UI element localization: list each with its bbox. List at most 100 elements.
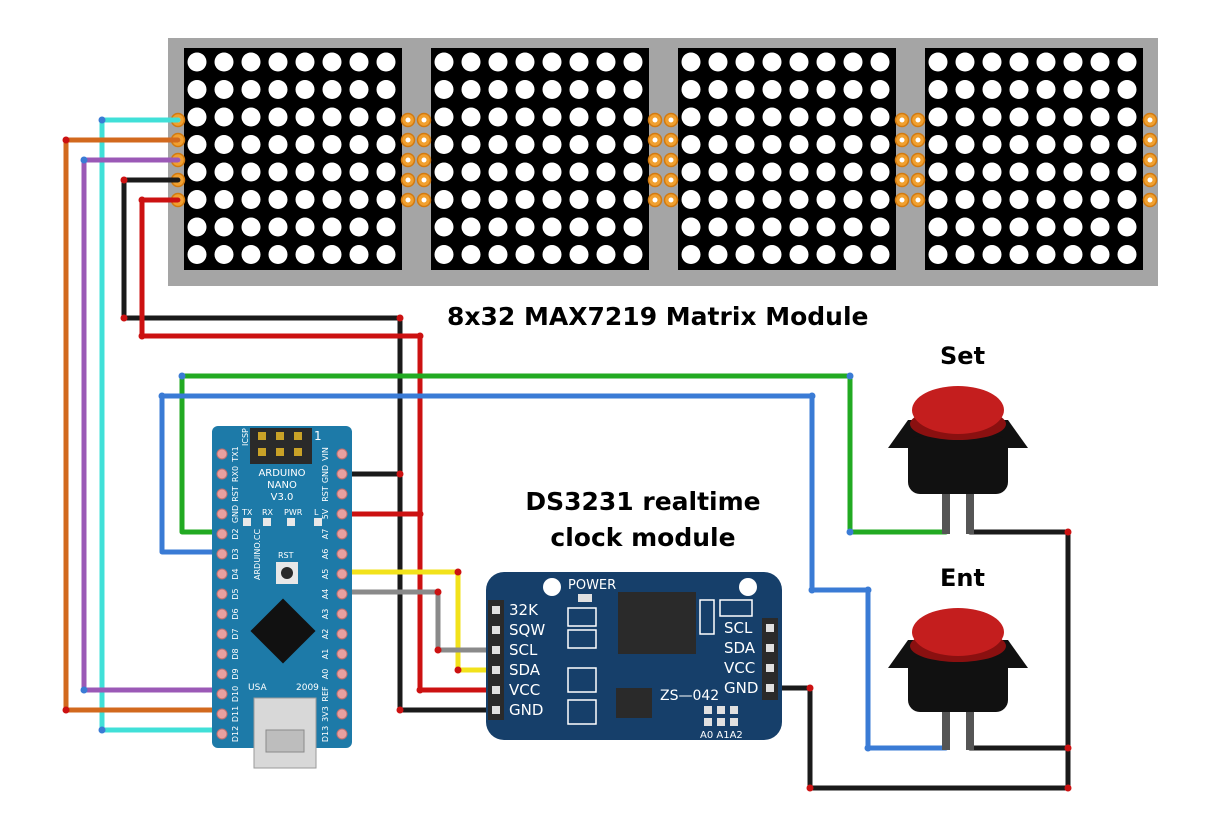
matrix-led: [708, 217, 728, 237]
matrix-led: [762, 107, 782, 127]
led-rx-label: RX: [262, 508, 274, 517]
matrix-led: [1063, 190, 1083, 209]
led-tx: [243, 518, 251, 526]
matrix-led: [214, 80, 234, 99]
matrix-led: [623, 162, 643, 182]
matrix-led: [1090, 245, 1110, 264]
matrix-led: [488, 190, 508, 209]
nano-right-pin-label: D13: [321, 726, 330, 742]
matrix-led: [187, 245, 207, 264]
wire-black-rtc-gnd: [767, 685, 1071, 791]
matrix-led: [623, 52, 643, 72]
matrix-led: [681, 217, 701, 237]
matrix-pin-hole: [405, 157, 411, 163]
matrix-led: [376, 80, 396, 99]
matrix-led: [515, 52, 535, 72]
matrix-led: [762, 162, 782, 182]
icsp-pin: [258, 448, 266, 456]
wire-junction: [396, 470, 404, 478]
wire-junction: [1064, 744, 1072, 752]
reset-button-cap[interactable]: [281, 567, 293, 579]
matrix-led: [1090, 190, 1110, 209]
matrix-led: [708, 135, 728, 154]
matrix-led: [596, 190, 616, 209]
matrix-led: [268, 217, 288, 237]
matrix-led: [1117, 245, 1137, 264]
matrix-led: [542, 135, 562, 154]
matrix-pin-hole: [405, 117, 411, 123]
wire-black-matrix: [121, 177, 498, 713]
matrix-led: [1090, 217, 1110, 237]
matrix-led: [187, 190, 207, 209]
nano-right-pin: [336, 508, 348, 520]
matrix-led: [515, 80, 535, 99]
matrix-led: [461, 80, 481, 99]
matrix-led: [870, 107, 890, 127]
matrix-led: [1036, 217, 1056, 237]
wire-junction: [846, 528, 854, 536]
rtc-right-pin-label: VCC: [724, 659, 755, 677]
matrix-pin-hole: [652, 137, 658, 143]
matrix-led: [1117, 135, 1137, 154]
matrix-led: [681, 52, 701, 72]
rtc-main-chip: [618, 592, 696, 654]
rtc-module: POWER ZS—042 A0 A1A2 32KSQWSCLSDAVCCGNDS…: [486, 572, 782, 741]
ent-button-label: Ent: [940, 564, 985, 592]
matrix-led: [955, 80, 975, 99]
ent-button-cap[interactable]: [912, 608, 1004, 656]
matrix-led: [569, 190, 589, 209]
wire-junction: [808, 586, 816, 594]
matrix-led: [843, 162, 863, 182]
matrix-led: [955, 162, 975, 182]
matrix-led: [322, 190, 342, 209]
icsp-pins: [258, 432, 302, 456]
rtc-left-header: [488, 600, 504, 720]
matrix-led: [762, 245, 782, 264]
wire-junction: [138, 196, 146, 204]
arduino-name-3: V3.0: [271, 492, 294, 503]
matrix-led: [569, 245, 589, 264]
matrix-led: [349, 162, 369, 182]
brand-label: ARDUINO.CC: [253, 529, 262, 580]
set-button[interactable]: [888, 386, 1028, 534]
wire-junction: [1064, 528, 1072, 536]
matrix-pin-hole: [1147, 197, 1153, 203]
set-button-cap[interactable]: [912, 386, 1004, 434]
matrix-led: [843, 135, 863, 154]
matrix-led: [789, 80, 809, 99]
ent-button[interactable]: [888, 608, 1028, 750]
ent-button-leg: [966, 712, 974, 750]
matrix-pin-hole: [915, 137, 921, 143]
matrix-led: [928, 162, 948, 182]
matrix-led: [515, 217, 535, 237]
matrix-led: [982, 190, 1002, 209]
matrix-led: [596, 52, 616, 72]
matrix-led: [681, 107, 701, 127]
rtc-left-pin: [492, 646, 500, 654]
matrix-led: [461, 52, 481, 72]
rtc-title-line1: DS3231 realtime: [525, 487, 761, 516]
matrix-led: [623, 135, 643, 154]
rtc-power-led: [578, 594, 592, 602]
rtc-chip-label: ZS—042: [660, 688, 719, 704]
matrix-led: [434, 135, 454, 154]
matrix-led: [569, 217, 589, 237]
matrix-led: [735, 135, 755, 154]
nano-right-pin: [336, 688, 348, 700]
matrix-led: [735, 190, 755, 209]
matrix-led: [681, 245, 701, 264]
matrix-led: [434, 190, 454, 209]
arduino-name-2: NANO: [267, 480, 297, 491]
led-pwr-label: PWR: [284, 508, 303, 517]
matrix-led: [542, 162, 562, 182]
matrix-panel: [678, 48, 896, 270]
matrix-led: [434, 80, 454, 99]
nano-left-pin: [216, 688, 228, 700]
matrix-led: [569, 135, 589, 154]
matrix-pin-hole: [421, 137, 427, 143]
matrix-led: [623, 245, 643, 264]
matrix-led: [295, 107, 315, 127]
nano-right-pin: [336, 608, 348, 620]
matrix-led: [268, 190, 288, 209]
matrix-led: [955, 135, 975, 154]
